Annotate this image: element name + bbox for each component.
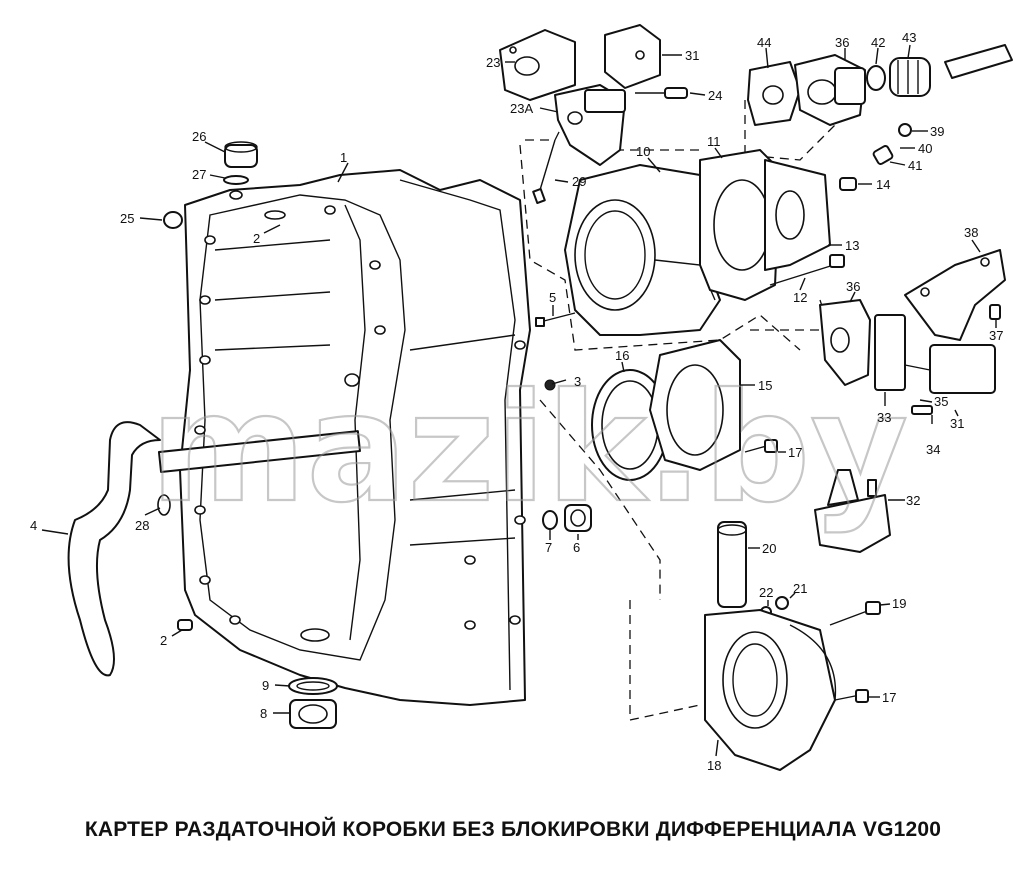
callout-label: 39 — [930, 124, 944, 139]
callout-label: 14 — [876, 177, 890, 192]
housing-10 — [564, 164, 721, 336]
sleeve-20 — [717, 521, 747, 608]
callout-label: 23 — [486, 55, 500, 70]
callout-label: 18 — [707, 758, 721, 773]
callout-label: 37 — [989, 328, 1003, 343]
spring-43 — [866, 44, 1013, 97]
callout-label: 17 — [788, 445, 802, 460]
callout-label: 35 — [934, 394, 948, 409]
flange-23a — [554, 84, 626, 166]
cover-11 — [699, 149, 781, 301]
seal-parts-6-7 — [542, 379, 592, 532]
callout-label: 8 — [260, 706, 267, 721]
callout-label: 42 — [871, 35, 885, 50]
callout-label: 16 — [615, 348, 629, 363]
plug-26 — [163, 141, 258, 631]
bearing-8 — [288, 677, 338, 729]
callout-label: 7 — [545, 540, 552, 555]
callout-label: 36 — [846, 279, 860, 294]
exploded-parts-diagram: mazik.by 1 2 2 3 4 5 6 7 8 9 10 11 12 13… — [30, 24, 1013, 773]
callout-labels: 1 2 2 3 4 5 6 7 8 9 10 11 12 13 14 15 16 — [30, 30, 1003, 773]
valve-block-36 — [819, 299, 996, 415]
actuator-36-top — [747, 54, 866, 126]
callout-label: 24 — [708, 88, 722, 103]
callout-label: 26 — [192, 129, 206, 144]
callout-label: 28 — [135, 518, 149, 533]
callout-label: 12 — [793, 290, 807, 305]
callout-label: 38 — [964, 225, 978, 240]
plate-13 — [764, 159, 831, 271]
callout-label: 32 — [906, 493, 920, 508]
callout-label: 23А — [510, 101, 533, 116]
callout-label: 21 — [793, 581, 807, 596]
callout-label: 25 — [120, 211, 134, 226]
callout-label: 36 — [835, 35, 849, 50]
callout-label: 33 — [877, 410, 891, 425]
housing-18 — [704, 609, 837, 771]
callout-label: 3 — [574, 374, 581, 389]
bracket-38 — [904, 249, 1006, 341]
diagram-caption: КАРТЕР РАЗДАТОЧНОЙ КОРОБКИ БЕЗ БЛОКИРОВК… — [84, 818, 942, 841]
callout-label: 20 — [762, 541, 776, 556]
callout-label: 9 — [262, 678, 269, 693]
bolts-12-14 — [769, 177, 857, 286]
callout-label: 11 — [707, 134, 721, 149]
small-parts-39-41 — [872, 123, 912, 165]
callout-label: 34 — [926, 442, 940, 457]
callout-label: 1 — [340, 150, 347, 165]
cover-15 — [591, 339, 778, 481]
callout-label: 29 — [572, 174, 586, 189]
bolts-24-29 — [532, 87, 688, 205]
watermark: mazik.by — [150, 362, 908, 536]
callout-label: 44 — [757, 35, 771, 50]
valve-31-top — [604, 24, 661, 89]
callout-label: 31 — [950, 416, 964, 431]
callout-label: 10 — [636, 144, 650, 159]
callout-label: 4 — [30, 518, 37, 533]
sensor-32 — [814, 469, 891, 553]
callout-label: 27 — [192, 167, 206, 182]
callout-label: 41 — [908, 158, 922, 173]
shaft-28 — [157, 430, 361, 516]
callout-label: 19 — [892, 596, 906, 611]
callout-label: 43 — [902, 30, 916, 45]
callout-label: 5 — [549, 290, 556, 305]
pipe-4 — [67, 421, 161, 677]
bolts-17-19 — [829, 601, 881, 703]
flange-23 — [499, 29, 576, 101]
callout-label: 2 — [253, 231, 260, 246]
callout-label: 22 — [759, 585, 773, 600]
callout-label: 13 — [845, 238, 859, 253]
callout-label: 2 — [160, 633, 167, 648]
callout-label: 31 — [685, 48, 699, 63]
callout-label: 15 — [758, 378, 772, 393]
callout-label: 17 — [882, 690, 896, 705]
callout-label: 40 — [918, 141, 932, 156]
callout-label: 6 — [573, 540, 580, 555]
